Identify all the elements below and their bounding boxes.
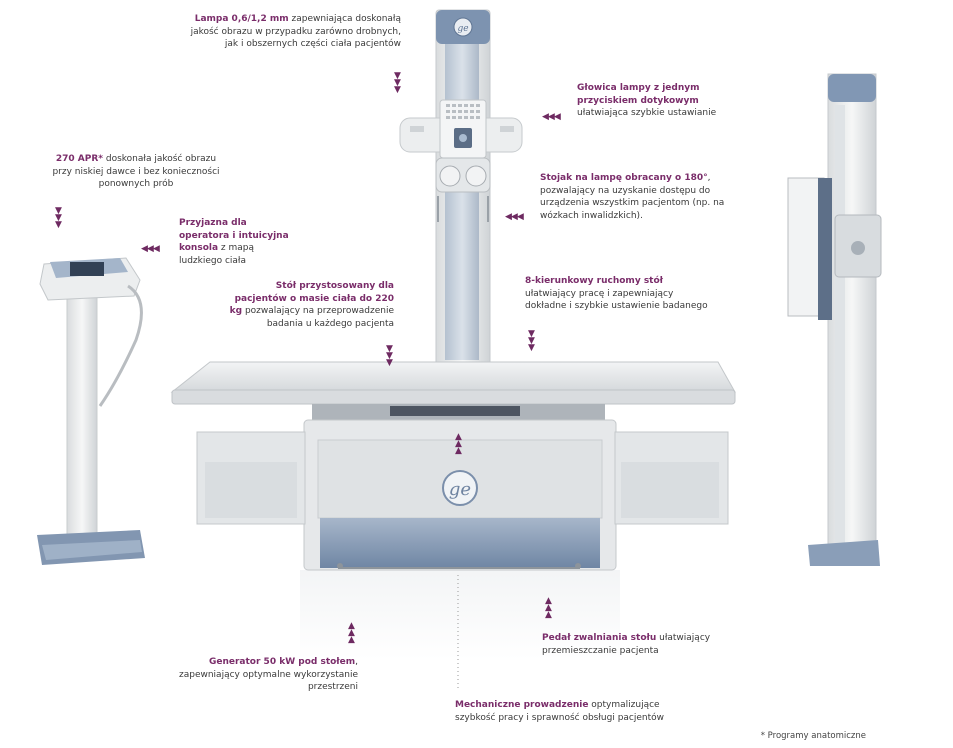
note-pedal-text: ułatwiający przemieszczanie pacjenta [542,633,711,656]
note-generator-title: Generator 50 kW pod stołem [208,657,356,667]
arrows-down-stol: ▼▼▼ [386,344,393,368]
arrows-down-apr: ▼▼▼ [55,206,62,230]
arrows-down-ruchomy: ▼▼▼ [528,329,535,353]
arrows-up-prowadzenie: ▲▲▲ [455,432,462,456]
operator-console [37,257,145,565]
note-prowadzenie-text: optymalizujące szybkość pracy i sprawnoś… [455,700,665,723]
note-konsola: Przyjazna dla operatora i intuicyjna kon… [179,217,299,267]
arrows-up-generator: ▲▲▲ [348,621,355,645]
note-generator: Generator 50 kW pod stołem, zapewniający… [166,656,358,694]
note-konsola-title: Przyjazna dla operatora i intuicyjna kon… [179,218,289,253]
svg-text:ge: ge [457,24,468,34]
note-stojak: Stojak na lampę obracany o 180°, pozwala… [540,172,750,222]
patient-table: ge [170,361,736,571]
note-lampa-text: zapewniająca doskonałą jakość obrazu w p… [190,14,401,49]
note-ruchomy-text: ułatwiający pracę i zapewniający dokładn… [525,288,708,312]
note-ruchomy-title: 8-kierunkowy ruchomy stół [525,276,663,286]
arrows-up-pedal: ▲▲▲ [545,596,552,620]
note-lampa-title: Lampa 0,6/1,2 mm [194,14,289,24]
note-stojak-title: Stojak na lampę obracany o 180° [540,173,708,183]
note-glowica-title: Głowica lampy z jednym przyciskiem dotyk… [577,83,700,106]
note-stojak-text: , pozwalający na uzyskanie dostępu do ur… [540,173,725,221]
arrows-left-glowica: ◀◀◀ [542,112,561,122]
note-stol-text: pozwalający na przeprowadzenie badania u… [242,306,394,329]
note-prowadzenie-title: Mechaniczne prowadzenie [455,700,589,710]
note-stol-title: Stół przystosowany dla pacjentów o masie… [229,281,394,316]
note-lampa: Lampa 0,6/1,2 mm zapewniająca doskonałą … [175,13,401,51]
arrows-left-stojak: ◀◀◀ [505,212,524,222]
note-apr-title: 270 APR* [55,154,104,164]
note-apr-text: doskonała jakość obrazu przy niskiej daw… [52,154,220,189]
note-stol: Stół przystosowany dla pacjentów o masie… [222,280,394,330]
wall-bucky-stand [787,73,882,566]
note-prowadzenie: Mechaniczne prowadzenie optymalizujące s… [455,699,685,724]
note-generator-text: , zapewniający optymalne wykorzystanie p… [179,657,358,692]
arrows-left-konsola: ◀◀◀ [141,244,160,254]
note-pedal: Pedał zwalniania stołu ułatwiający przem… [542,632,722,657]
svg-text:ge: ge [449,479,471,500]
footnote: * Programy anatomiczne [760,731,866,741]
note-glowica-text: ułatwiająca szybkie ustawianie [577,108,717,118]
note-pedal-title: Pedał zwalniania stołu [542,633,657,643]
note-ruchomy: 8-kierunkowy ruchomy stół ułatwiający pr… [525,275,715,313]
tube-head [399,99,523,222]
note-apr: 270 APR* doskonała jakość obrazu przy ni… [50,153,222,191]
note-glowica: Głowica lampy z jednym przyciskiem dotyk… [577,82,727,120]
arrows-down-lampa: ▼▼▼ [394,71,401,95]
note-konsola-text: z mapą ludzkiego ciała [179,243,255,266]
